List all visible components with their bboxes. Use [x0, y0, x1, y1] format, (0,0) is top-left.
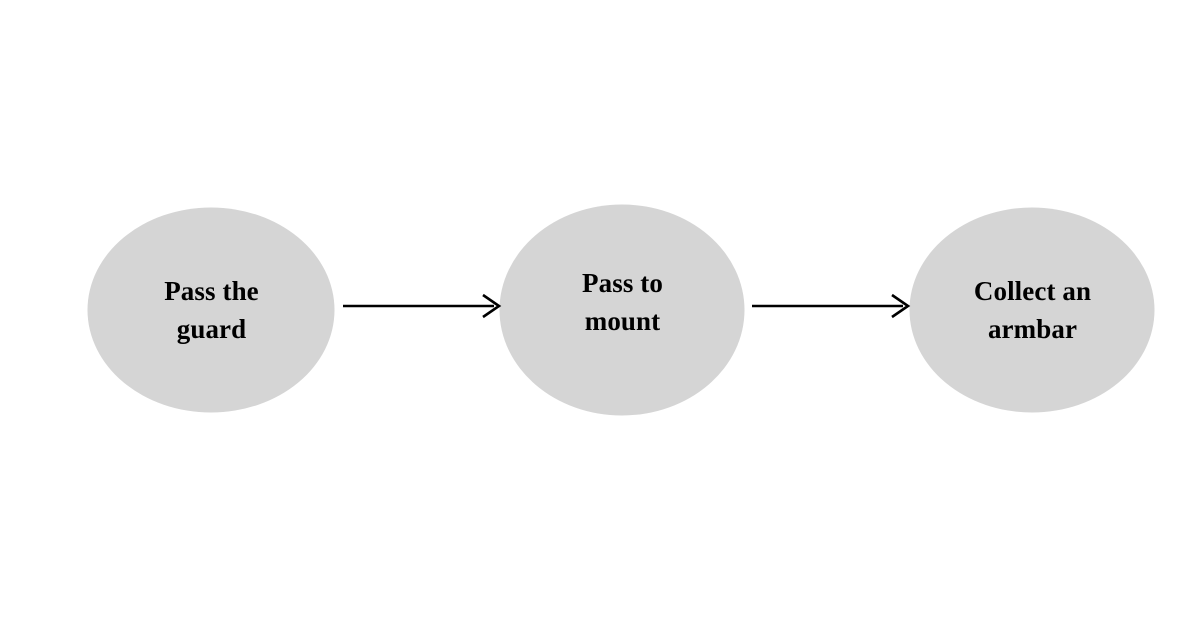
edge-pass-the-guard-to-pass-to-mount — [343, 293, 502, 319]
arrowhead-icon — [891, 293, 911, 319]
edge-pass-to-mount-to-collect-an-armbar — [752, 293, 911, 319]
arrowhead-icon — [482, 293, 502, 319]
node-shape-pass-to-mount[interactable] — [499, 204, 745, 416]
node-shape-collect-an-armbar[interactable] — [909, 207, 1155, 413]
node-shape-pass-the-guard[interactable] — [87, 207, 335, 413]
